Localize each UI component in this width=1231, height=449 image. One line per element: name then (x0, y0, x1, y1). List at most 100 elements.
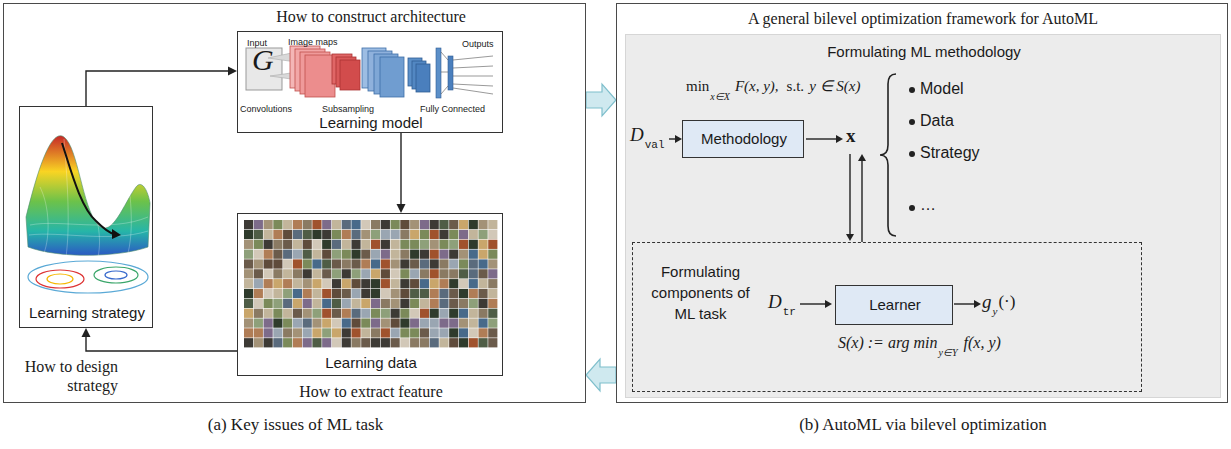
figure-label: Outputs (462, 39, 494, 50)
box-heading: How to extract feature (198, 382, 544, 401)
image-tile (283, 269, 292, 278)
connector (397, 133, 406, 213)
figure-label: G (252, 42, 274, 78)
image-tile (371, 250, 380, 259)
figure-label: S(x) := arg min (838, 333, 938, 352)
image-tile (293, 338, 302, 347)
image-tile (342, 279, 351, 288)
image-tile (254, 240, 263, 249)
image-tile (439, 240, 448, 249)
image-tile (449, 299, 458, 308)
image-tile (430, 240, 439, 249)
image-tile (439, 230, 448, 239)
image-tile (322, 289, 331, 298)
image-tile (293, 230, 302, 239)
image-tile (322, 318, 331, 327)
image-tile (322, 220, 331, 229)
image-tile (488, 220, 497, 229)
image-tile (459, 250, 468, 259)
image-tile (264, 240, 273, 249)
image-tile (439, 299, 448, 308)
image-tile (273, 289, 282, 298)
image-tile (420, 279, 429, 288)
illustration-part (105, 271, 127, 279)
image-tile (400, 220, 409, 229)
image-tile (469, 279, 478, 288)
image-tile (478, 328, 487, 337)
image-tile (381, 220, 390, 229)
image-tile (478, 250, 487, 259)
dashed-group: Formulating components of ML taskLearner (632, 242, 1142, 392)
illustration-part (453, 84, 493, 86)
image-tile (439, 289, 448, 298)
loss-surface (20, 107, 154, 329)
image-tile (430, 289, 439, 298)
image-tile (264, 318, 273, 327)
image-tile (254, 328, 263, 337)
image-tile (244, 299, 253, 308)
figure-label: Model (920, 79, 964, 98)
image-tile (469, 299, 478, 308)
image-tile (273, 318, 282, 327)
image-tile (391, 309, 400, 318)
image-tile (469, 328, 478, 337)
image-tile (283, 230, 292, 239)
image-tile (361, 220, 370, 229)
image-tile (381, 309, 390, 318)
image-tile (264, 299, 273, 308)
connector (86, 67, 237, 107)
image-tile (430, 269, 439, 278)
image-tile (312, 220, 321, 229)
figure-label: Data (920, 111, 954, 130)
figure-label: F(x, y), (735, 77, 779, 95)
arrow-head (228, 67, 237, 76)
image-tile (420, 309, 429, 318)
image-tile (283, 309, 292, 318)
image-tile (342, 338, 351, 347)
image-tile (254, 230, 263, 239)
illustration-part (340, 60, 360, 90)
illustration-part (128, 195, 131, 253)
image-tile (391, 279, 400, 288)
image-tile (469, 230, 478, 239)
image-tile (400, 269, 409, 278)
image-tile (342, 299, 351, 308)
image-tile (410, 250, 419, 259)
image-tile (488, 250, 497, 259)
image-tile (371, 259, 380, 268)
image-tile (293, 259, 302, 268)
image-tile (293, 250, 302, 259)
image-tile (420, 328, 429, 337)
image-tile (381, 318, 390, 327)
image-tile (244, 240, 253, 249)
illustration-part (98, 225, 100, 257)
process-label: Methodology (701, 130, 787, 148)
image-tile (381, 269, 390, 278)
image-tile (342, 259, 351, 268)
image-tile (410, 230, 419, 239)
illustration-part (28, 261, 148, 293)
image-tile (410, 338, 419, 347)
figure-label: g (982, 291, 992, 314)
image-tile (391, 250, 400, 259)
figure-label: tr (783, 306, 796, 319)
image-tile (361, 328, 370, 337)
image-tile (303, 289, 312, 298)
image-tile (342, 309, 351, 318)
connector (82, 328, 238, 351)
image-tile (430, 250, 439, 259)
image-tile (400, 328, 409, 337)
image-tile (322, 309, 331, 318)
image-tile (449, 250, 458, 259)
figure-label: D (768, 291, 782, 314)
image-tile (312, 230, 321, 239)
image-tile (439, 269, 448, 278)
image-tile (322, 328, 331, 337)
image-tile (410, 240, 419, 249)
image-tile (283, 328, 292, 337)
figure-label: val (645, 139, 665, 152)
image-tile (322, 230, 331, 239)
image-tile (273, 338, 282, 347)
image-tile (303, 338, 312, 347)
